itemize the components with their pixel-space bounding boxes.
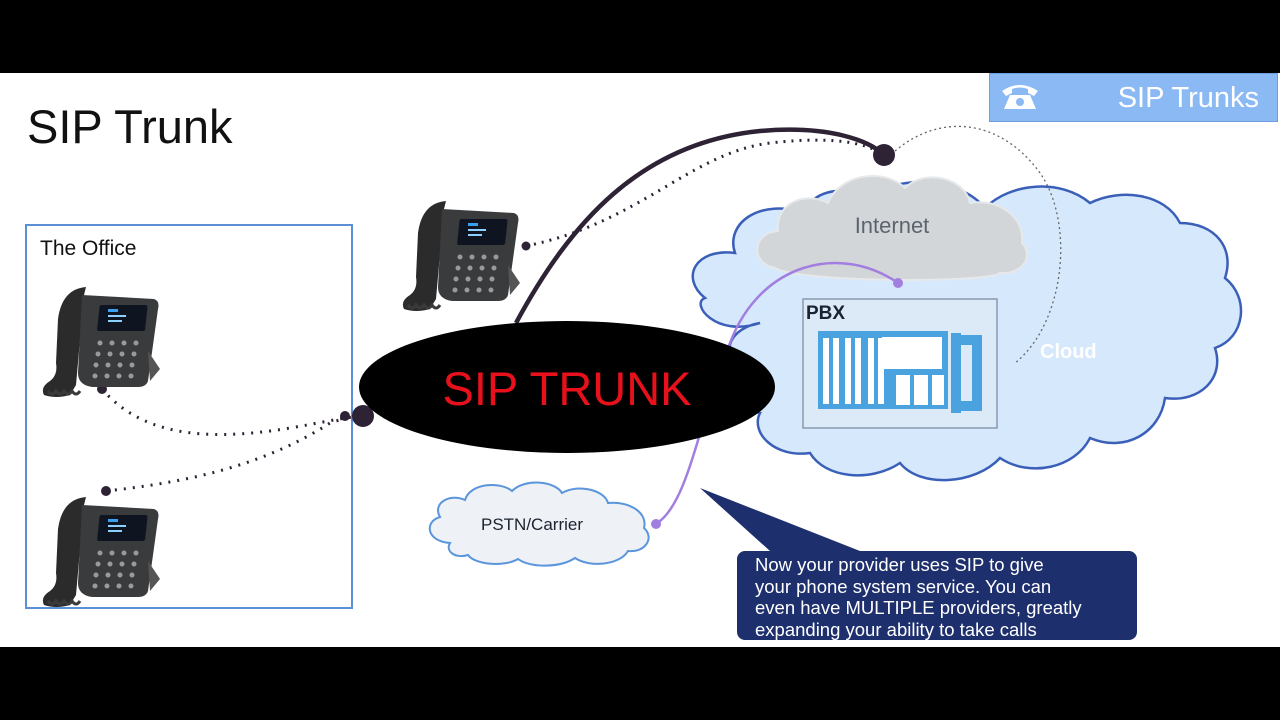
sip-trunk-ellipse [359,321,775,453]
desk-phone-icon [41,495,162,609]
cloud-label: Cloud [1040,341,1097,363]
callout-line: even have MULTIPLE providers, greatly [755,597,1082,618]
desk-phone-icon [41,285,162,399]
pstn-cloud-shape [428,481,650,567]
page-title: SIP Trunk [27,100,233,153]
office-label: The Office [40,237,137,260]
office-box [25,224,353,609]
sip-trunk-label: SIP TRUNK [443,362,692,415]
internet-label: Internet [855,213,930,238]
internet-cloud-shape [756,175,1028,281]
callout-line: expanding your ability to take calls [755,618,1037,640]
diagram: SIP TRUNK Internet Cloud PBX [25,125,1243,609]
callout-box: Now your provider uses SIP to give your … [737,551,1137,640]
connection-lines [97,125,1062,529]
callout-line: Now your provider uses SIP to give [755,554,1044,575]
pbx-box: PBX [802,298,998,429]
badge-label: SIP Trunks [1117,82,1259,114]
telephone-icon [998,81,1042,118]
callout-pointer [700,488,860,551]
slide: SIP TRUNK Internet Cloud PBX [0,73,1280,647]
pstn-label: PSTN/Carrier [481,515,583,534]
pbx-icon [818,331,982,413]
sip-trunks-badge: SIP Trunks [989,73,1278,122]
pbx-label: PBX [806,303,845,324]
callout-line: your phone system service. You can [755,575,1052,597]
desk-phone-icon [401,199,522,313]
